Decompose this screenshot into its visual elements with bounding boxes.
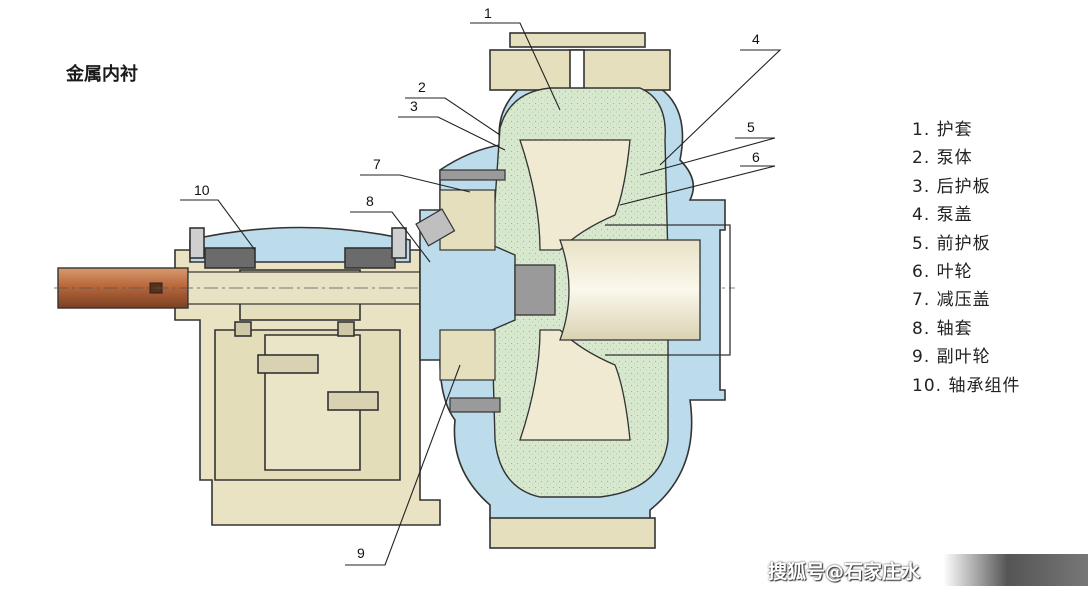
callout-4: 4 xyxy=(752,31,760,47)
legend-item: 6. 叶轮 xyxy=(912,262,973,283)
watermark: 搜狐号@石家庄水 xyxy=(766,554,1088,586)
legend-item: 9. 副叶轮 xyxy=(912,347,991,368)
gland xyxy=(415,169,506,413)
callout-1: 1 xyxy=(484,5,492,21)
parts-legend: 1. 护套 2. 泵体 3. 后护板 4. 泵盖 5. 前护板 6. 叶轮 7.… xyxy=(912,116,1020,400)
legend-item: 8. 轴套 xyxy=(912,318,973,339)
callout-7: 7 xyxy=(373,156,381,172)
diagram-title: 金属内衬 xyxy=(66,64,138,85)
callout-2: 2 xyxy=(418,79,426,95)
legend-item: 7. 减压盖 xyxy=(912,290,991,311)
callout-10: 10 xyxy=(194,182,210,198)
legend-item: 1. 护套 xyxy=(912,120,973,140)
legend-item: 5. 前护板 xyxy=(912,233,991,254)
callout-8: 8 xyxy=(366,193,374,209)
legend-item: 2. 泵体 xyxy=(912,148,973,169)
callout-9: 9 xyxy=(357,545,365,561)
callout-numbers: 1 2 3 4 5 6 7 8 9 10 xyxy=(194,5,760,561)
callout-6: 6 xyxy=(752,149,760,165)
impeller xyxy=(514,139,731,441)
callout-3: 3 xyxy=(410,98,418,114)
watermark-text: 搜狐号@石家庄水 xyxy=(768,561,921,583)
legend-item: 10. 轴承组件 xyxy=(912,375,1021,396)
callout-5: 5 xyxy=(747,119,755,135)
legend-item: 4. 泵盖 xyxy=(912,205,973,226)
legend-item: 3. 后护板 xyxy=(912,176,991,197)
leader-lines xyxy=(180,22,782,566)
